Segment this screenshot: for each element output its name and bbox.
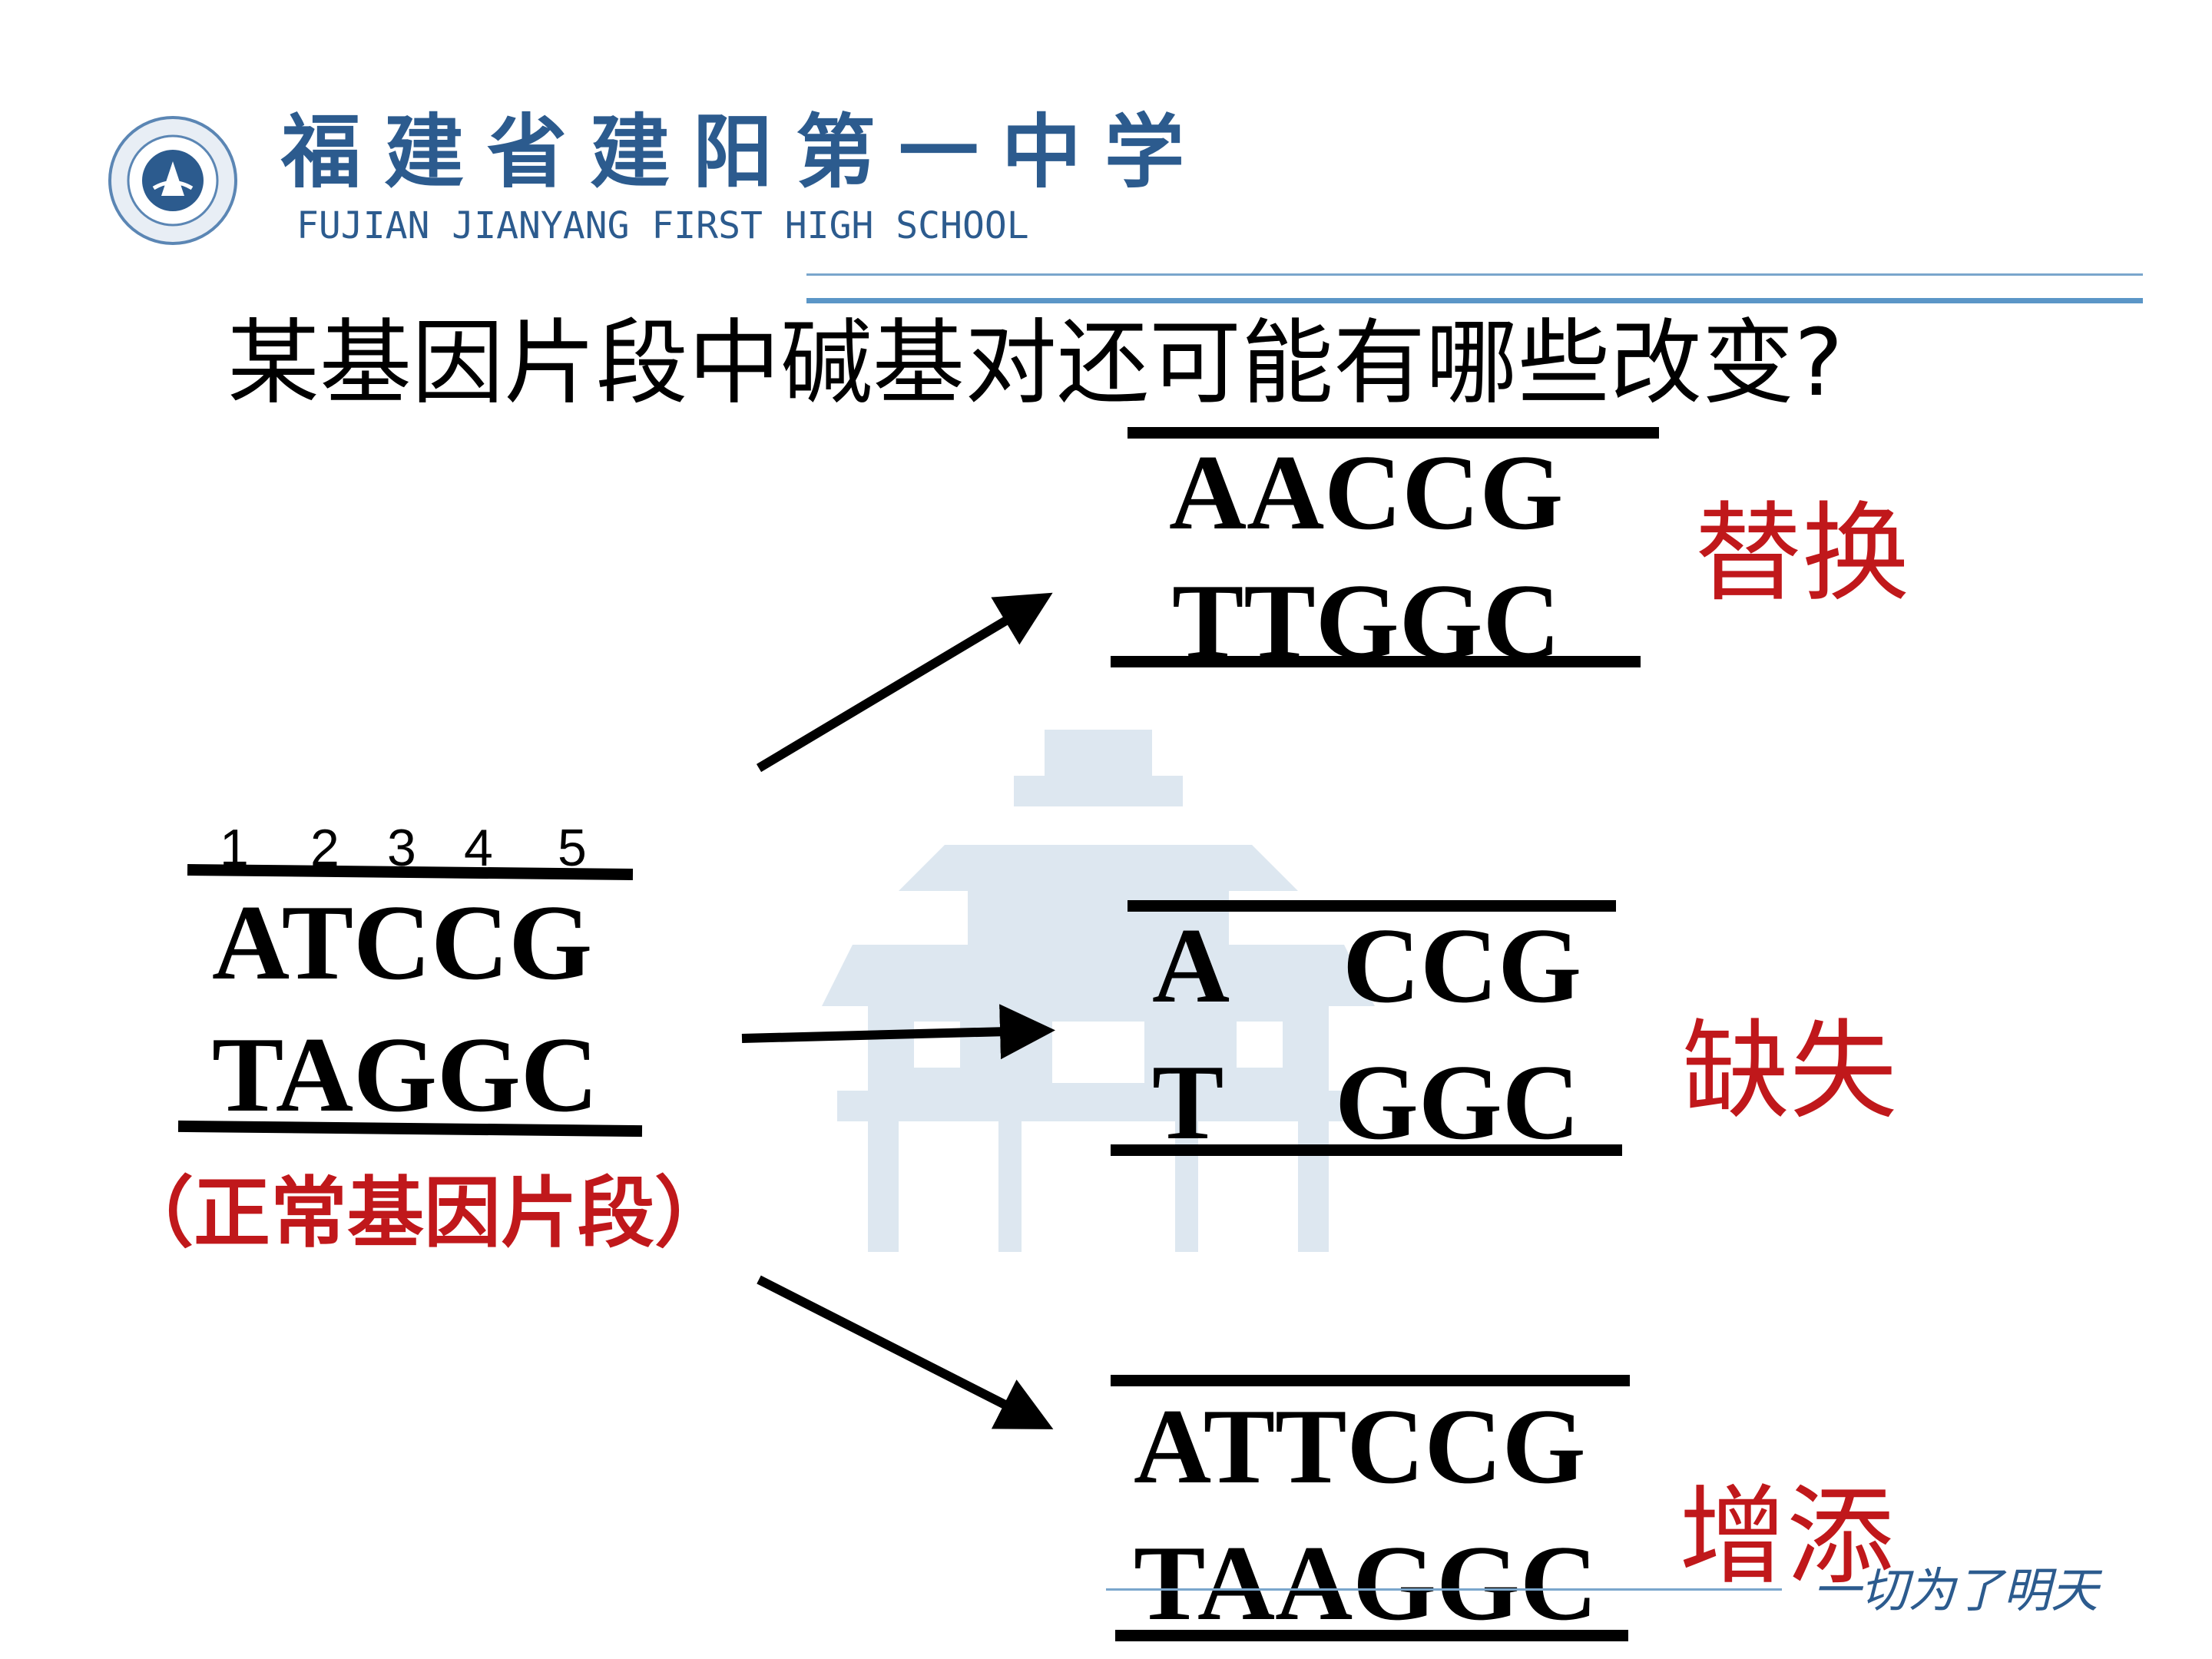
addition-bottom-backbone xyxy=(1115,1630,1628,1641)
addition-label: 增添 xyxy=(1679,1475,1895,1600)
addition-top-strand: ATTCCG xyxy=(1134,1387,1586,1506)
school-motto: 一切为了明天 xyxy=(1813,1562,2099,1618)
position-label: 5 xyxy=(558,819,587,877)
header-divider-thick xyxy=(806,298,2143,303)
school-emblem-icon xyxy=(108,116,237,245)
substitution-bottom-backbone xyxy=(1111,656,1641,667)
arrow-to-substitution xyxy=(756,592,1053,773)
substitution-label: 替换 xyxy=(1694,492,1910,617)
position-label: 4 xyxy=(464,819,493,877)
deletion-top-right-bases: CCG xyxy=(1343,906,1582,1025)
deletion-label: 缺失 xyxy=(1682,1009,1898,1134)
normal-bottom-strand: TAGGC xyxy=(212,1015,598,1134)
deletion-bottom-right-bases: GGC xyxy=(1335,1043,1580,1162)
substitution-top-strand: AACCG xyxy=(1169,433,1564,552)
position-label: 3 xyxy=(387,819,416,877)
school-name-english: FUJIAN JIANYANG FIRST HIGH SCHOOL xyxy=(296,204,1029,247)
watermark-building-icon xyxy=(822,730,1375,1252)
header-divider-thin xyxy=(806,273,2143,276)
slide-title: 某基因片段中碱基对还可能有哪些改变? xyxy=(227,310,1843,417)
footer-divider xyxy=(1106,1588,1782,1591)
normal-top-strand: ATCCG xyxy=(212,883,593,1002)
normal-gene-label: （正常基因片段） xyxy=(117,1168,731,1258)
deletion-top-backbone xyxy=(1128,900,1616,912)
addition-bottom-strand: TAAGGC xyxy=(1134,1524,1598,1643)
arrow-to-addition xyxy=(757,1275,1054,1429)
addition-top-backbone xyxy=(1111,1375,1630,1386)
deletion-top-left-base: A xyxy=(1152,906,1230,1025)
school-name-chinese: 福建省建阳第一中学 xyxy=(281,104,1208,199)
deletion-bottom-left-base: T xyxy=(1152,1043,1224,1162)
deletion-bottom-backbone xyxy=(1111,1144,1622,1156)
arrow-to-deletion xyxy=(741,1004,1055,1060)
substitution-top-backbone xyxy=(1128,427,1659,439)
